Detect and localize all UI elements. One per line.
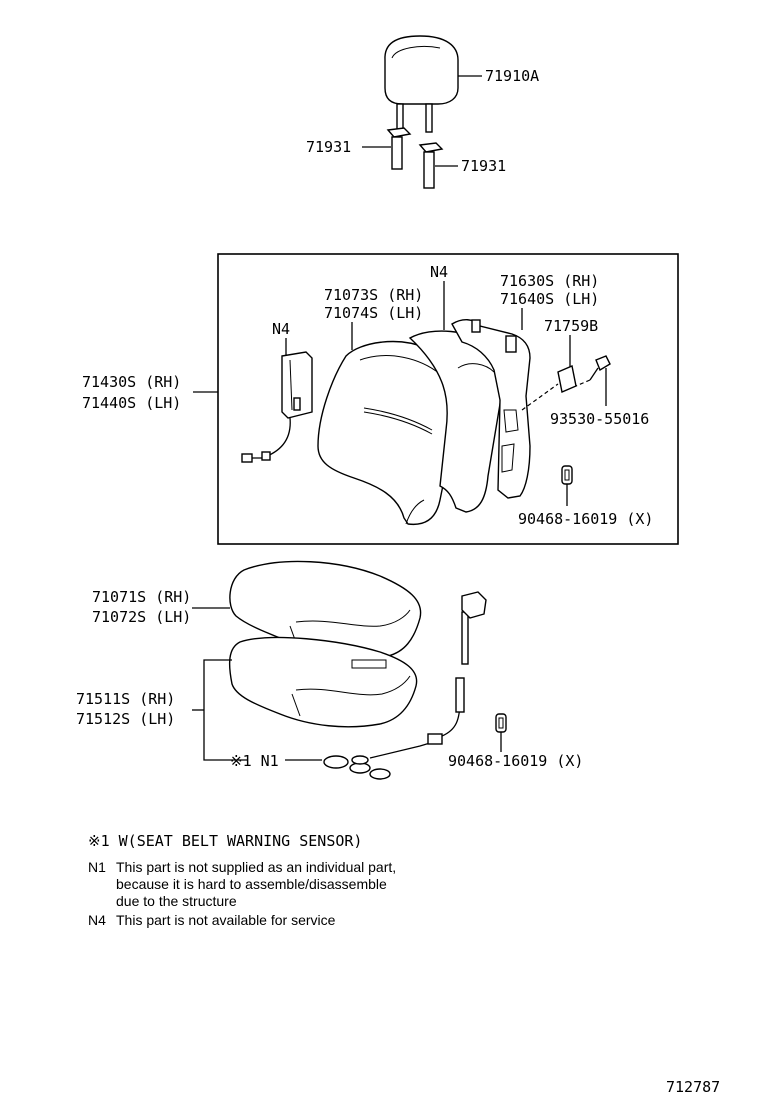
figure-number: 712787	[666, 1078, 720, 1096]
label-sensor: ※1 N1	[230, 752, 279, 770]
label-support-right: 71931	[461, 157, 506, 175]
label-clip-cushion: 90468-16019 (X)	[448, 752, 583, 770]
label-seatback-lh: 71440S (LH)	[82, 394, 181, 412]
label-cushion-assy-lh: 71512S (LH)	[76, 710, 175, 728]
headrest-shape	[384, 35, 459, 105]
note-n4-line1: This part is not available for service	[116, 912, 336, 928]
headrest-stay-right	[425, 103, 433, 133]
cushion-cover: 71071S (RH) 71072S (LH)	[92, 560, 422, 660]
headrest-support-left: 71931	[306, 127, 412, 170]
label-hinge-cover: 71759B	[544, 317, 598, 335]
label-support-left: 71931	[306, 138, 351, 156]
label-screw: 93530-55016	[550, 410, 649, 428]
note-n1-code: N1	[88, 859, 106, 875]
side-airbag: N4	[241, 320, 313, 463]
screw: 93530-55016	[550, 355, 649, 428]
footnote-seat-belt-sensor: ※1 W(SEAT BELT WARNING SENSOR)	[88, 832, 362, 850]
label-backcover-lh: 71074S (LH)	[324, 304, 423, 322]
label-backcover-rh: 71073S (RH)	[324, 286, 423, 304]
back-cover: 71073S (RH) 71074S (LH)	[317, 286, 459, 526]
label-frame-rh: 71630S (RH)	[500, 272, 599, 290]
clip-back: 90468-16019 (X)	[518, 465, 653, 528]
cushion-pad: 71511S (RH) 71512S (LH)	[76, 636, 418, 761]
note-n1-line3: due to the structure	[116, 893, 237, 909]
seatback-assembly-box	[217, 253, 679, 545]
headrest-group: 71910A	[384, 35, 539, 133]
seat-belt-sensor: ※1 N1	[230, 591, 487, 780]
label-headrest: 71910A	[485, 67, 539, 85]
label-frame-lh: 71640S (LH)	[500, 290, 599, 308]
note-n1-line1: This part is not supplied as an individu…	[116, 859, 396, 875]
note-n1-line2: because it is hard to assemble/disassemb…	[116, 876, 387, 892]
hinge-cover: 71759B	[521, 317, 598, 411]
label-cushion-cover-rh: 71071S (RH)	[92, 588, 191, 606]
label-airbag-n4: N4	[272, 320, 290, 338]
clip-cushion: 90468-16019 (X)	[448, 713, 583, 770]
label-clip-back: 90468-16019 (X)	[518, 510, 653, 528]
note-n4-code: N4	[88, 912, 106, 928]
label-cushion-cover-lh: 71072S (LH)	[92, 608, 191, 626]
back-frame: 71630S (RH) 71640S (LH)	[451, 272, 599, 499]
seatback-assy-callout: 71430S (RH) 71440S (LH)	[82, 373, 218, 412]
label-backpad-n4: N4	[430, 263, 448, 281]
headrest-support-right: 71931	[418, 142, 506, 189]
notes: ※1 W(SEAT BELT WARNING SENSOR) N1 This p…	[88, 832, 396, 928]
label-seatback-rh: 71430S (RH)	[82, 373, 181, 391]
label-cushion-assy-rh: 71511S (RH)	[76, 690, 175, 708]
